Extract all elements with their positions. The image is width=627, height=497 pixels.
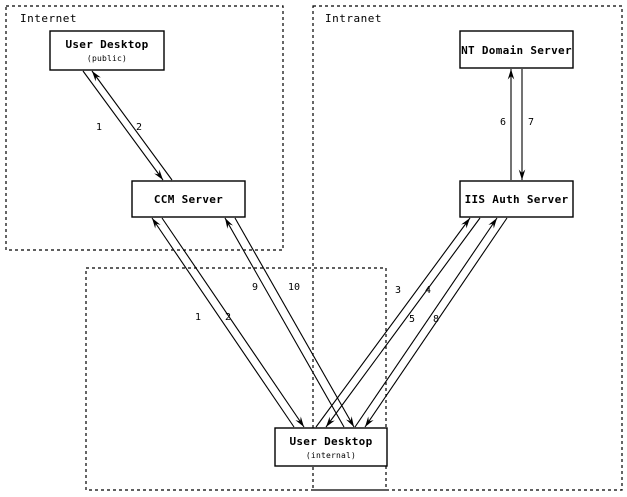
- edge-line-edge-2-internal: [161, 217, 305, 428]
- node-user-desktop-public[interactable]: User Desktop (public): [49, 30, 165, 71]
- edge-edge-1-public: [82, 70, 164, 181]
- edge-edge-9: [224, 217, 345, 428]
- zones-layer: Internet Intranet: [5, 5, 623, 491]
- edge-line-edge-10: [234, 217, 355, 428]
- edge-edge-2-public: [91, 70, 173, 181]
- zone-label-intranet: Intranet: [325, 12, 382, 25]
- edge-line-edge-4: [325, 217, 481, 428]
- arrow-head-edge-7: [518, 169, 526, 180]
- arrow-head-edge-3: [461, 218, 470, 229]
- edge-line-edge-1-public: [82, 70, 164, 181]
- edge-line-edge-9: [224, 217, 345, 428]
- edge-edge-1-internal: [151, 217, 295, 428]
- edge-edge-7: [518, 69, 526, 180]
- node-subtitle-user-desktop-internal: (internal): [306, 451, 356, 460]
- arrow-head-edge-2-internal: [295, 416, 304, 427]
- node-user-desktop-internal[interactable]: User Desktop (internal): [274, 427, 388, 467]
- arrow-head-edge-5: [488, 218, 497, 229]
- node-box-user-desktop-internal[interactable]: [274, 427, 388, 467]
- node-title-ccm-server: CCM Server: [154, 193, 223, 206]
- node-box-ccm-server[interactable]: [131, 180, 246, 218]
- node-subtitle-user-desktop-public: (public): [87, 54, 127, 63]
- edge-label-edge-1-public: 1: [96, 122, 102, 133]
- arrow-head-edge-6: [507, 69, 515, 80]
- edge-line-edge-5: [354, 217, 498, 428]
- edge-edge-4: [325, 217, 481, 428]
- edge-label-edge-7: 7: [528, 117, 534, 128]
- edge-label-edge-5: 5: [409, 314, 415, 325]
- edge-edge-8: [364, 217, 508, 428]
- node-box-user-desktop-public[interactable]: [49, 30, 165, 71]
- node-ccm-server[interactable]: CCM Server: [131, 180, 246, 218]
- arrow-head-edge-1-internal: [152, 218, 161, 229]
- zone-boundary-internet: [5, 5, 284, 251]
- edge-line-edge-1-internal: [151, 217, 295, 428]
- node-title-iis-auth-server: IIS Auth Server: [465, 193, 569, 206]
- edge-edge-5: [354, 217, 498, 428]
- node-title-user-desktop-public: User Desktop: [65, 38, 148, 51]
- zone-internet: Internet: [5, 5, 284, 251]
- edge-line-edge-2-public: [91, 70, 173, 181]
- edge-label-edge-6: 6: [500, 117, 506, 128]
- zone-internal-zone: [85, 267, 387, 491]
- edge-edge-6: [507, 69, 515, 180]
- edge-label-edge-2-internal: 2: [225, 312, 231, 323]
- arrow-head-edge-4: [326, 416, 335, 427]
- node-box-nt-domain-server[interactable]: [459, 30, 574, 69]
- edge-label-edge-8: 8: [433, 314, 439, 325]
- node-nt-domain-server[interactable]: NT Domain Server: [459, 30, 574, 69]
- edge-labels-layer: 1 2 1 2 9 10 3 4 5 8 6 7: [96, 117, 534, 325]
- edge-label-edge-10: 10: [288, 282, 300, 293]
- node-iis-auth-server[interactable]: IIS Auth Server: [459, 180, 574, 218]
- edge-edge-3: [315, 217, 471, 428]
- zone-boundary-internal-zone: [85, 267, 387, 491]
- arrow-head-edge-10: [345, 416, 354, 427]
- edge-edge-2-internal: [161, 217, 305, 428]
- arrow-head-edge-8: [365, 416, 374, 427]
- edge-label-edge-3: 3: [395, 285, 401, 296]
- nodes-layer: User Desktop (public) CCM Server NT Domain …: [49, 30, 574, 467]
- node-title-nt-domain-server: NT Domain Server: [461, 44, 572, 57]
- edge-edge-10: [234, 217, 355, 428]
- node-title-user-desktop-internal: User Desktop: [289, 435, 372, 448]
- edges-layer: [82, 69, 526, 428]
- edge-label-edge-4: 4: [425, 285, 431, 296]
- zone-intranet: Intranet: [312, 5, 623, 491]
- zone-label-internet: Internet: [20, 12, 77, 25]
- edge-label-edge-9: 9: [252, 282, 258, 293]
- edge-label-edge-2-public: 2: [136, 122, 142, 133]
- zone-boundary-intranet: [312, 5, 623, 491]
- node-box-iis-auth-server[interactable]: [459, 180, 574, 218]
- edge-line-edge-3: [315, 217, 471, 428]
- arrow-head-edge-2-public: [92, 71, 101, 82]
- arrow-head-edge-1-public: [154, 169, 163, 180]
- arrow-head-edge-9: [225, 218, 234, 229]
- edge-label-edge-1-internal: 1: [195, 312, 201, 323]
- edge-line-edge-8: [364, 217, 508, 428]
